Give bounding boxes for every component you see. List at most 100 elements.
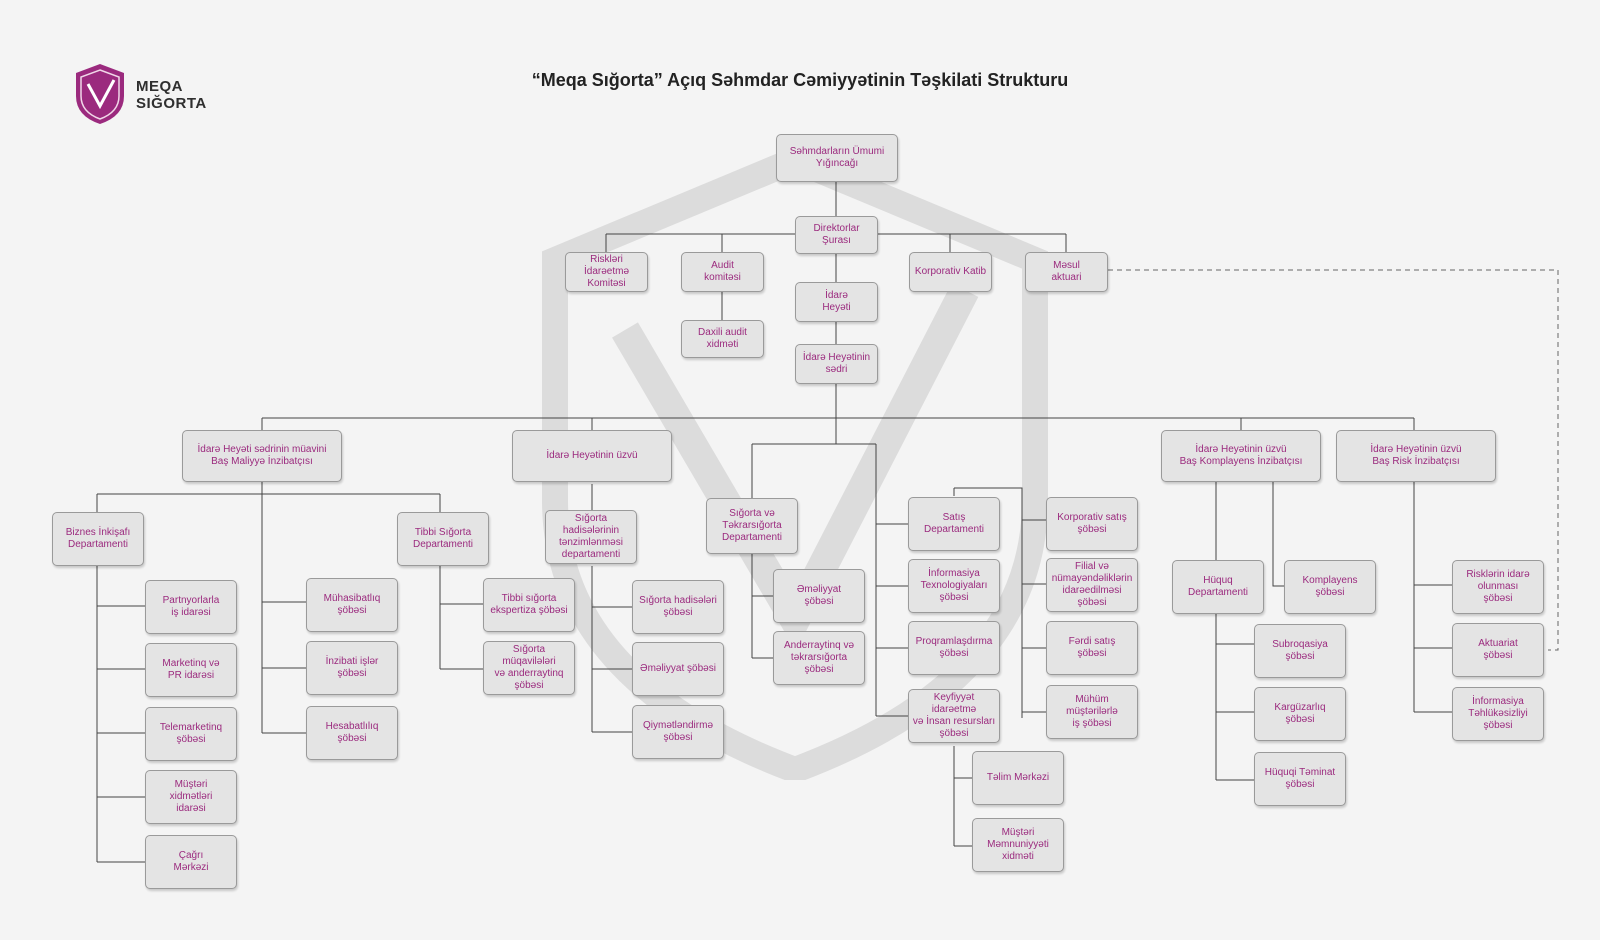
node-label-line: İnformasiya [928, 568, 980, 579]
node-label-line: aktuari [1051, 272, 1082, 283]
node-label-line: şöbəsi [337, 668, 367, 679]
logo-line-1: MEQA [136, 78, 183, 95]
node-label-line: Marketinq və [162, 658, 220, 669]
node-label-line: şöbəsi [804, 664, 834, 675]
node-label-line: departamenti [561, 549, 621, 560]
node-label-line: şöbəsi [1315, 587, 1345, 598]
node-label-line: Hesabatlılıq [325, 721, 379, 732]
node-label-line: Aktuariat [1478, 638, 1518, 649]
node-label-line: Mühasibatlıq [323, 593, 381, 604]
node-label-line: şöbəsi [939, 728, 969, 739]
node-label-line: Çağrı [178, 850, 204, 861]
node-label-line: hadisələrinin [562, 525, 620, 536]
node-label-line: şöbəsi [337, 605, 367, 616]
node-label-line: təkrarsığorta [790, 652, 848, 663]
node-label-line: Heyəti [822, 302, 851, 313]
node-label-line: Müştəri [1001, 827, 1035, 838]
node-label-line: İdarə Heyəti sədrinin müavini [197, 444, 327, 455]
node-label-line: Müştəri [174, 779, 208, 790]
node-label-line: və anderraytinq [494, 668, 564, 679]
node-label-line: Şurası [822, 235, 851, 246]
node-label-line: şöbəsi [939, 648, 969, 659]
logo-shield-icon [76, 64, 124, 124]
node-label-line: Kargüzarlıq [1274, 702, 1326, 713]
node-label-line: Tibbi sığorta [501, 593, 557, 604]
node-label-line: şöbəsi [663, 607, 693, 618]
node-label-line: xidmətləri [169, 791, 213, 802]
org-node-board-member: İdarə Heyətinin üzvü [512, 430, 672, 482]
node-label-line: idarəsi [176, 803, 206, 814]
node-label-line: Təkrarsığorta [722, 520, 782, 531]
node-label-line: Əməliyyat şöbəsi [640, 663, 716, 674]
node-label-line: İdarə Heyətinin üzvü [1370, 444, 1462, 455]
node-label-line: Telemarketinq [159, 722, 223, 733]
node-label-line: şöbəsi [1483, 593, 1513, 604]
org-node-corporate-secretary: Korporativ Katib [909, 252, 992, 292]
node-label-line: Hüquqi Təminat [1264, 767, 1336, 778]
node-label-line: Risklərin idarə [1466, 569, 1530, 580]
node-label-line: Partnyorlarla [162, 595, 220, 606]
node-label-line: Departamenti [412, 539, 474, 550]
node-label-line: Direktorlar [813, 223, 860, 234]
node-label-line: Departamenti [721, 532, 783, 543]
node-label: İdarə Heyətinin üzvü [546, 450, 637, 462]
node-label-line: şöbəsi [1285, 651, 1315, 662]
node-label-line: şöbəsi [514, 680, 544, 691]
node-label-line: Departamenti [923, 524, 985, 535]
node-label-line: PR idarəsi [167, 670, 215, 681]
logo-wordmark: MEQA SIĞORTA [136, 78, 207, 112]
node-label-line: Baş Komplayens İnzibatçısı [1179, 456, 1303, 467]
node-label-line: Riskləri İdarəetmə [583, 254, 630, 277]
node-label-line: şöbəsi [1483, 720, 1513, 731]
node-label-line: Departamenti [1187, 587, 1249, 598]
node-label-line: Mühüm müştərilərlə [1066, 694, 1118, 717]
